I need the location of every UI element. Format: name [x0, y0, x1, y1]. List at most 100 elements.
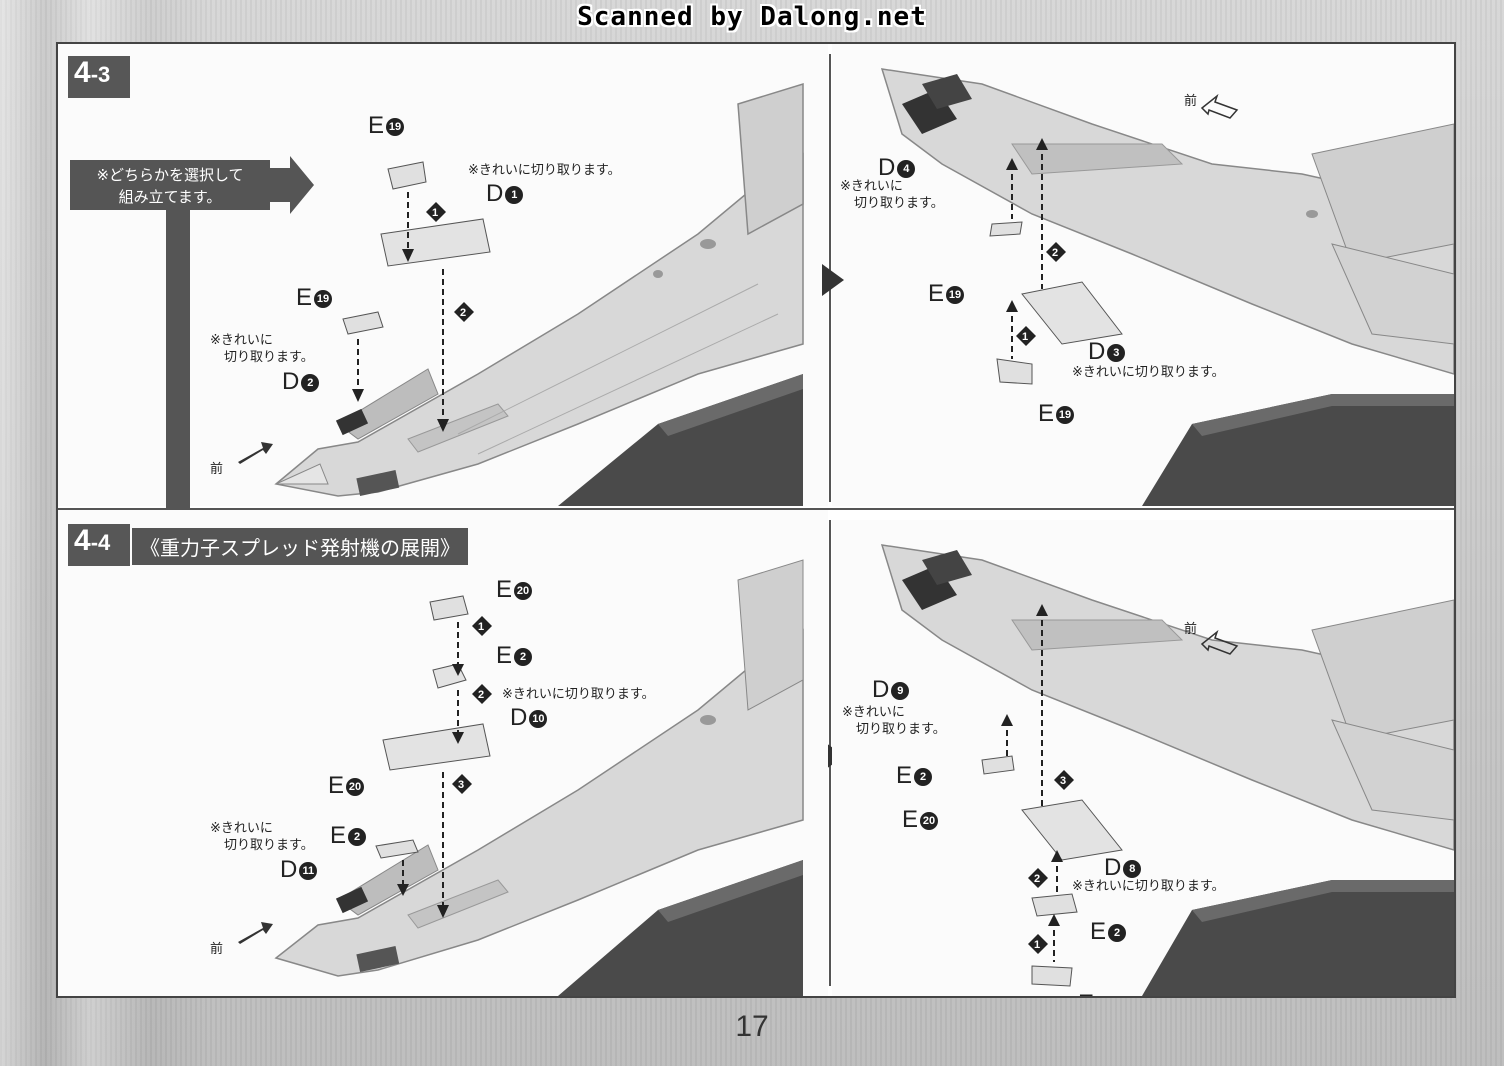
- part-number: 19: [314, 289, 333, 308]
- step-number-4-4: 4-4: [68, 524, 130, 566]
- part-number: 8: [1123, 859, 1142, 878]
- part-letter: E: [328, 772, 345, 799]
- part-number: 20: [514, 581, 533, 600]
- step-minor: -4: [90, 530, 111, 555]
- part-number: 11: [299, 861, 318, 880]
- part-letter: E: [330, 822, 347, 849]
- note-d11: ※きれいに切り取ります。: [210, 820, 314, 854]
- ship-drawing-4-3-right: 2 1: [880, 68, 1454, 506]
- part-letter: D: [282, 368, 300, 395]
- part-number: 2: [914, 767, 933, 786]
- part-number: 9: [891, 681, 910, 700]
- part-letter: D: [878, 154, 896, 181]
- part-letter: E: [902, 806, 919, 833]
- part-letter: D: [1104, 854, 1122, 881]
- ship-drawing-4-4-left: 1 2 3: [238, 559, 804, 996]
- note-line: 切り取ります。: [856, 722, 946, 737]
- next-arrow-top: [822, 264, 844, 296]
- choose-note-line: ※どちらかを選択して: [96, 166, 244, 184]
- part-number: 4: [897, 159, 916, 178]
- choose-note: ※どちらかを選択して 組み立てます。: [70, 160, 270, 210]
- note-d1: ※きれいに切り取ります。: [468, 163, 621, 178]
- step-marker-1: 1: [1034, 939, 1040, 951]
- note-line: ※きれいに: [210, 333, 273, 348]
- ship-drawing-4-3-left: 1 2: [238, 82, 804, 506]
- part-letter: E: [368, 112, 385, 139]
- note-line: ※きれいに: [210, 821, 273, 836]
- ship-drawing-4-4-right: 3 2 1: [880, 544, 1454, 996]
- note-d3: ※きれいに切り取ります。: [1072, 365, 1225, 380]
- note-d2: ※きれいに切り取ります。: [210, 332, 314, 366]
- front-label: 前: [1184, 622, 1198, 637]
- part-number: 2: [348, 827, 367, 846]
- part-number: 19: [1056, 405, 1075, 424]
- part-number: 2: [301, 373, 320, 392]
- part-number: 2: [514, 647, 533, 666]
- part-number: 20: [920, 811, 939, 830]
- step-marker-2: 2: [1052, 247, 1058, 259]
- note-line: 切り取ります。: [224, 838, 314, 853]
- part-letter: E: [1038, 400, 1055, 427]
- part-number: 20: [346, 777, 365, 796]
- part-letter: E: [1078, 990, 1094, 996]
- step-major: 4: [74, 56, 91, 89]
- part-letter: E: [1090, 918, 1107, 945]
- part-number: 1: [505, 185, 524, 204]
- note-d8: ※きれいに切り取ります。: [1072, 879, 1225, 894]
- part-letter: D: [510, 704, 528, 731]
- step-major: 4: [74, 524, 91, 557]
- part-number: 10: [529, 709, 548, 728]
- part-letter: E: [496, 642, 513, 669]
- row-divider: [58, 508, 1454, 510]
- part-number: 19: [946, 285, 965, 304]
- part-letter: E: [896, 762, 913, 789]
- note-line: ※きれいに: [840, 179, 903, 194]
- front-label: 前: [210, 462, 224, 477]
- front-label: 前: [1184, 94, 1198, 109]
- step-number-4-3: 4-3: [68, 56, 130, 98]
- note-d4: ※きれいに切り取ります。: [840, 178, 944, 212]
- note-line: ※きれいに: [842, 705, 905, 720]
- note-line: 切り取ります。: [854, 196, 944, 211]
- part-letter: D: [280, 856, 298, 883]
- note-line: 切り取ります。: [224, 350, 314, 365]
- part-number: 3: [1107, 343, 1126, 362]
- choose-note-line: 組み立てます。: [118, 188, 222, 206]
- part-letter: D: [486, 180, 504, 207]
- step-marker-1: 1: [478, 621, 484, 633]
- step-marker-2: 2: [1034, 873, 1040, 885]
- step-marker-1: 1: [1022, 331, 1028, 343]
- step-marker-3: 3: [1060, 775, 1066, 787]
- part-letter: D: [872, 676, 890, 703]
- part-letter: D: [1088, 338, 1106, 365]
- front-label: 前: [210, 942, 224, 957]
- part-letter: E: [496, 576, 513, 603]
- part-letter: E: [928, 280, 945, 307]
- step-marker-3: 3: [458, 779, 464, 791]
- step-marker-2: 2: [460, 307, 466, 319]
- note-d10: ※きれいに切り取ります。: [502, 687, 655, 702]
- label-e20-b: E20: [1078, 990, 1115, 996]
- step-minor: -3: [90, 62, 111, 87]
- part-number: 2: [1108, 923, 1127, 942]
